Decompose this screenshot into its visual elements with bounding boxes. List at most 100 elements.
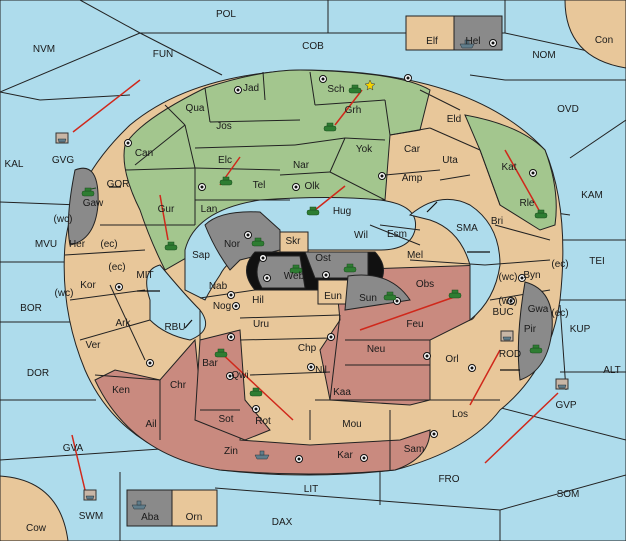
region-label: Kat [501,162,516,173]
region-label: NOM [532,50,555,61]
region-label: RBU [164,322,185,333]
region-label: Gwa [528,304,549,315]
region-label: FUN [153,49,174,60]
army-units [81,84,548,397]
region-label: Skr [286,236,302,247]
region-label: Her [69,239,86,250]
region-label: Nor [224,239,241,250]
region-gaw[interactable] [67,167,99,246]
fleet-units [55,39,569,510]
region-orn[interactable] [171,489,218,527]
fleet-icon [459,39,475,49]
region-label: Chr [170,380,187,391]
region-bar-rot[interactable] [194,329,271,441]
fleet-icon [254,450,270,460]
army-icon [306,206,320,216]
region-label: Uta [442,155,458,166]
region-label: GVA [63,443,84,454]
power-red-territory [94,338,431,475]
region-label: Hel [465,36,480,47]
region-label: Yok [356,144,373,155]
army-icon [164,241,178,251]
army-icon [219,176,233,186]
region-label: ALT [603,365,621,376]
region-label: SMA [456,223,478,234]
region-label: NVM [33,44,55,55]
army-icon [249,387,263,397]
region-label: Uru [253,319,269,330]
region-label: Wil [354,230,368,241]
army-icon [383,291,397,301]
region-label: SOM [557,489,580,500]
region-label: POL [216,9,236,20]
build-star-icon [364,79,376,91]
coast-label: (ec) [100,239,117,250]
region-label: Olk [305,181,321,192]
region-label: Hil [252,295,264,306]
army-icon [289,264,303,274]
coast-label: (wc) [499,272,518,283]
region-pir[interactable] [517,281,553,381]
army-icon [323,122,337,132]
region-label: Sch [327,84,344,95]
region-label: Obs [416,279,434,290]
region-label: GOR [107,179,130,190]
fleet-icon [83,489,97,501]
region-label: Mou [342,419,361,430]
region-label: Esm [387,229,407,240]
region-label: KAM [581,190,603,201]
strait-links [109,186,520,371]
army-icon [251,237,265,247]
region-label: Sap [192,250,210,261]
region-label: Elc [218,155,232,166]
region-label: Jad [243,83,259,94]
sea-sma[interactable] [408,198,501,322]
army-icon [534,209,548,219]
coast-label: (wc) [54,214,73,225]
fleet-icon [555,378,569,390]
coast-label: (ec) [551,259,568,270]
region-label: Elf [426,36,438,47]
region-label: Chp [298,343,317,354]
region-label: Ail [145,419,156,430]
coast-label: (wc) [499,296,518,307]
region-elf[interactable] [405,15,455,51]
region-label: Web [284,271,305,282]
army-icon [81,187,97,197]
region-label: Sam [404,444,425,455]
region-label: DOR [27,368,49,379]
region-label: Gaw [83,198,104,209]
region-label: Con [595,35,613,46]
region-label: Eld [447,114,461,125]
coast-label: (ec) [108,262,125,273]
region-label: COB [302,41,324,52]
region-label: Tel [253,180,266,191]
region-label: KAL [5,159,24,170]
region-label: Kaa [333,387,351,398]
fleet-icon [500,330,514,342]
region-label: Qwi [231,370,248,381]
region-label: MVU [35,239,57,250]
fleet-icon [55,132,69,144]
region-label: Sun [359,293,377,304]
region-label: Nog [213,301,231,312]
region-label: DAX [272,517,293,528]
region-label: Mel [407,250,423,261]
region-label: Nar [293,160,310,171]
region-label: Feu [406,319,423,330]
region-label: Nab [209,281,228,292]
region-label: Rle [519,198,534,209]
region-label: MIT [136,270,153,281]
region-label: Ost [315,253,331,264]
inner-borders [64,71,551,470]
region-label: Amp [402,173,423,184]
region-label: BUC [492,307,513,318]
region-label: Nil [315,365,327,376]
region-label: OVD [557,104,579,115]
army-icon [448,289,462,299]
region-label: Hug [333,206,351,217]
region-label: Eun [324,291,342,302]
region-label: Sot [218,414,233,425]
